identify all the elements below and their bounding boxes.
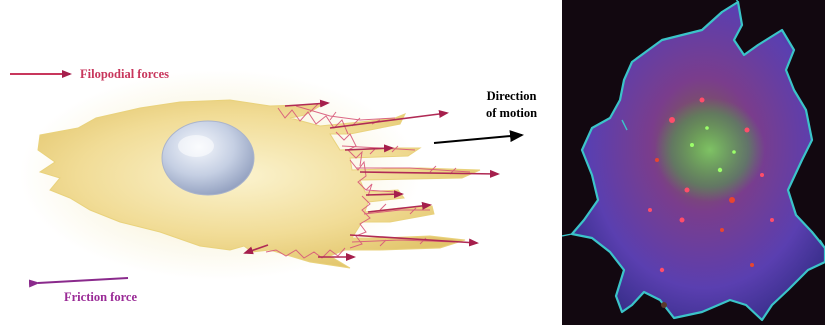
fluorescence-micrograph xyxy=(562,0,825,325)
friction-legend-arrow-icon xyxy=(38,278,128,283)
direction-label-line2: of motion xyxy=(486,105,537,122)
direction-of-motion-arrow-icon xyxy=(434,135,522,143)
nucleus xyxy=(162,121,254,195)
direction-label-line1: Direction xyxy=(486,88,537,105)
nucleus-highlight xyxy=(178,135,214,157)
filopodial-arrow xyxy=(366,194,402,195)
direction-of-motion-label: Direction of motion xyxy=(486,88,537,122)
filopodial-forces-label: Filopodial forces xyxy=(80,67,169,82)
micrograph-nucleus xyxy=(655,98,765,202)
cell-diagram xyxy=(0,0,560,325)
micrograph-debris xyxy=(661,302,667,308)
friction-force-label: Friction force xyxy=(64,290,137,305)
